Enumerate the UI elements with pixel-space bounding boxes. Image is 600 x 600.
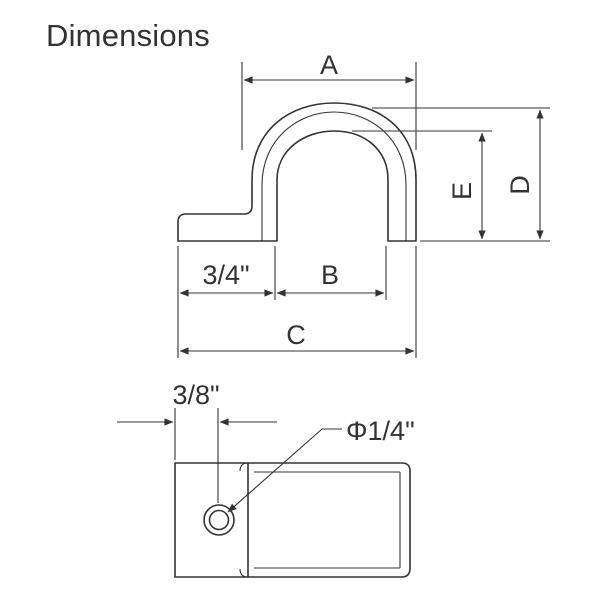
page-title: Dimensions bbox=[46, 18, 210, 53]
label-d: D bbox=[505, 175, 535, 195]
top-view-upper-rim bbox=[239, 462, 400, 473]
hole-diameter-leader bbox=[227, 428, 342, 513]
top-view-dimension-lines bbox=[117, 408, 342, 513]
clamp-side-view bbox=[177, 102, 417, 242]
clamp-inner-shading-line bbox=[261, 111, 407, 241]
label-e: E bbox=[447, 182, 477, 200]
mounting-hole-inner bbox=[208, 509, 230, 531]
label-c: C bbox=[286, 320, 306, 350]
label-hole-offset: 3/8" bbox=[172, 380, 219, 410]
dimension-lines bbox=[179, 76, 544, 355]
extension-lines bbox=[177, 62, 550, 358]
mounting-hole-outer bbox=[203, 504, 235, 536]
clamp-top-view bbox=[174, 462, 411, 578]
top-view-lower-rim bbox=[239, 567, 400, 578]
label-flange-width: 3/4" bbox=[202, 260, 249, 290]
label-hole-diameter: Φ1/4" bbox=[346, 416, 415, 446]
top-view-outline bbox=[174, 462, 411, 578]
label-b: B bbox=[321, 260, 339, 290]
clamp-profile-outline bbox=[177, 102, 417, 242]
label-a: A bbox=[320, 50, 338, 80]
